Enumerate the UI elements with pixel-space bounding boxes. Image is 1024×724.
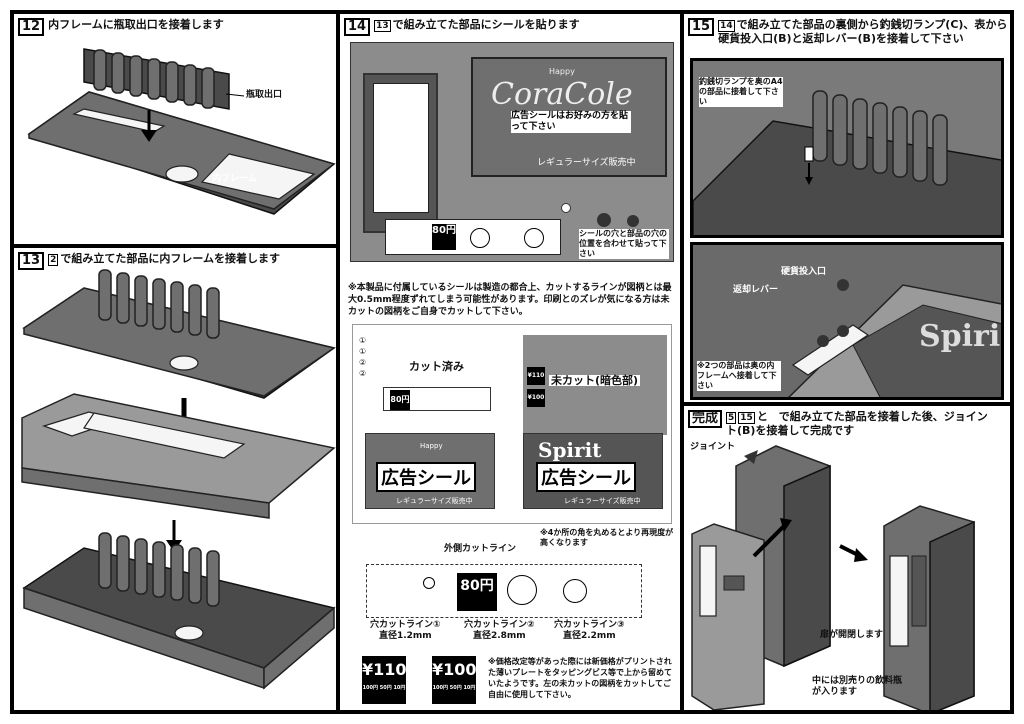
cut-diagram-plate: 80円 (366, 564, 642, 618)
cut-done-label: カット済み (409, 360, 464, 373)
parts-note: ※2つの部品は奥の内フレームへ接着して下さい (697, 361, 781, 391)
ad-sticker-label: 広告シール (376, 462, 476, 492)
step-12-illustration (27, 48, 336, 215)
spirit-logo: Spirit (919, 319, 1001, 354)
step-title: で組み立てた部品に内フレームを接着します (60, 252, 281, 265)
step-number: 14 (344, 18, 371, 36)
lamp-detail: 釣銭切ランプを奥のA4の部品に接着して下さい (690, 58, 1004, 238)
bottle-note: 中には別売りの飲料瓶が入ります (812, 676, 903, 697)
cut-done-plate: 80円 (383, 387, 491, 411)
step-number: 15 (688, 18, 715, 36)
lamp-note: 釣銭切ランプを奥のA4の部品に接着して下さい (699, 77, 783, 107)
coin-plate: 80円 (385, 219, 561, 255)
uncut-block: 未カット(暗色部) ¥110 ¥100 (523, 335, 667, 435)
step-number: 12 (18, 18, 45, 36)
ad-panel: Happy CoraCole 広告シールはお好みの方を貼って下さい レギュラーサ… (471, 57, 667, 177)
step-12-header: 12 内フレームに瓶取出口を接着します (18, 18, 224, 36)
ad-note: 広告シールはお好みの方を貼って下さい (511, 111, 631, 133)
joint-label: ジョイント (690, 442, 736, 452)
complete-illustration (691, 445, 975, 710)
ad-banner: レギュラーサイズ販売中 (537, 158, 636, 168)
step-number: 完成 (688, 410, 723, 428)
step-title: 内フレームに瓶取出口を接着します (48, 18, 224, 31)
coin-slot-label: 硬貨投入口 (781, 267, 827, 277)
return-lever-label: 返却レバー (733, 285, 779, 295)
window (363, 73, 438, 233)
machine-front: Happy CoraCole 広告シールはお好みの方を貼って下さい レギュラーサ… (350, 42, 674, 262)
door-note: 扉が開閉します (820, 630, 884, 640)
inner-frame-label: 内フレーム (212, 174, 257, 184)
coin-detail: 硬貨投入口 返却レバー Spirit ※2つの部品は奥の内フレームへ接着して下さ… (690, 242, 1004, 400)
step-number: 13 (18, 252, 45, 270)
panel-step-12: 12 内フレームに瓶取出口を接着します 瓶取出口 内フレーム (12, 12, 338, 246)
step-ref: 2 (48, 254, 59, 266)
uncut-label: 未カット(暗色部) (549, 374, 641, 387)
step-title: で組み立てた部品にシールを貼ります (392, 18, 580, 31)
hole-note: シールの穴と部品の穴の位置を合わせて貼って下さい (579, 229, 669, 259)
coracole-sticker: Happy 広告シール レギュラーサイズ販売中 (365, 433, 495, 509)
spirit-sticker: Spirit 広告シール レギュラーサイズ販売中 (523, 433, 663, 509)
page-frame (10, 10, 1014, 714)
ad-logo: CoraCole (491, 77, 633, 112)
lamp-illustration (693, 90, 1001, 235)
sticker-warning: ※本製品に付属しているシールは製造の都合上、カットするラインが図柄とは最大0.5… (348, 283, 672, 317)
step-title: で組み立てた部品の裏側から釣銭切ランプ(C)、表から硬貨投入口(B)と返却レバー… (718, 18, 1008, 45)
outlet-label: 瓶取出口 (246, 90, 283, 100)
step-13-illustration (21, 269, 336, 690)
outer-cut-label: 外側カットライン (444, 544, 517, 554)
step-ref: 14 (718, 20, 735, 32)
price-80: 80円 (432, 224, 456, 250)
step-ref: 13 (374, 20, 391, 32)
coin-illustration (788, 279, 1001, 397)
step-title: と で組み立てた部品を接着した後、ジョイント(B)を接着して完成です (726, 410, 988, 437)
price-note: ※価格改定等があった際には新価格がプリントされた薄いプレートをタッピングビス等で… (488, 657, 672, 699)
ad-logo-small: Happy (549, 67, 575, 76)
corner-note: ※4か所の角を丸めるとより再現度が高くなります (540, 528, 674, 547)
